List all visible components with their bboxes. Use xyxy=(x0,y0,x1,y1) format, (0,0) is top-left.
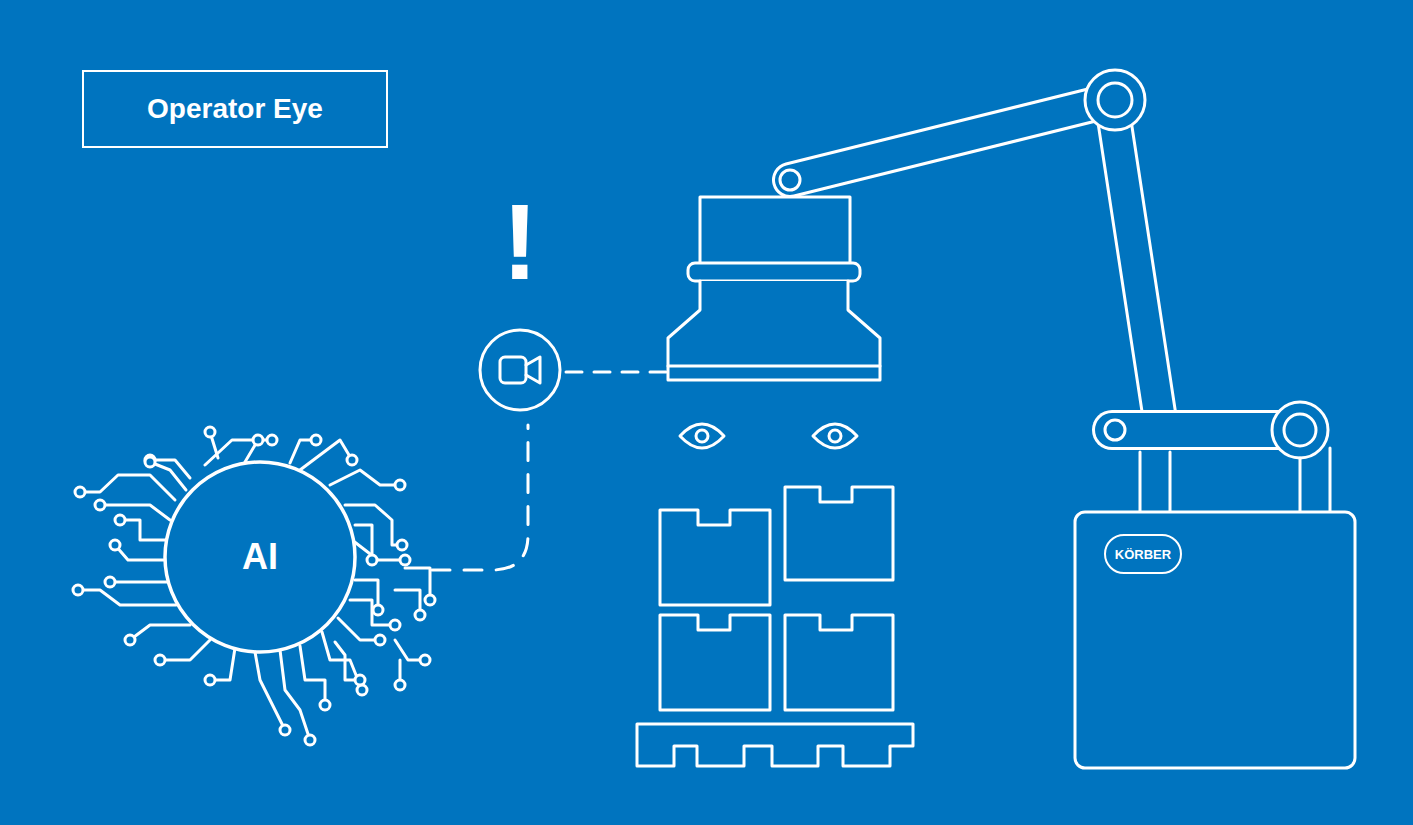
ai-circle-outline xyxy=(165,462,355,652)
circuit-dot xyxy=(145,457,155,467)
circuit-dot xyxy=(253,435,263,445)
circuit-dot xyxy=(267,435,277,445)
node-text: Operator Eye xyxy=(147,93,323,125)
circuit-dot xyxy=(115,515,125,525)
camera-lens xyxy=(526,357,540,383)
circuit-dot xyxy=(395,480,405,490)
circuit-dot xyxy=(397,540,407,550)
circuit-dot xyxy=(205,675,215,685)
circuit-dot xyxy=(205,427,215,437)
circuit-dot xyxy=(125,635,135,645)
circuit-dot xyxy=(347,455,357,465)
circuit-dot xyxy=(390,620,400,630)
circuit-dot xyxy=(355,675,365,685)
dashed-link xyxy=(566,371,672,374)
circuit-dot xyxy=(373,605,383,615)
circuit-dot xyxy=(395,680,405,690)
circuit-dot xyxy=(280,725,290,735)
circuit-dot xyxy=(110,540,120,550)
node-text: KÖRBER xyxy=(1115,547,1171,562)
circuit-dot xyxy=(105,577,115,587)
circuit-trace xyxy=(255,652,285,730)
logo-badge: KÖRBER xyxy=(1104,534,1182,574)
pallet xyxy=(637,724,913,766)
circuit-dot xyxy=(73,585,83,595)
camera-icon xyxy=(500,357,526,383)
circuit-trace xyxy=(110,581,168,584)
circuit-trace xyxy=(280,650,310,740)
circuit-dot xyxy=(367,555,377,565)
circuit-trace xyxy=(338,618,380,640)
circuit-trace xyxy=(150,462,186,490)
circuit-dot xyxy=(75,487,85,497)
circuit-dot xyxy=(415,610,425,620)
gripper xyxy=(668,197,880,380)
title-box: Operator Eye xyxy=(82,70,388,148)
brain-circuit xyxy=(73,427,435,745)
dashed-link xyxy=(432,425,528,570)
circuit-trace xyxy=(300,646,325,705)
circuit-trace xyxy=(300,440,352,470)
circuit-dot xyxy=(305,735,315,745)
circuit-trace xyxy=(350,600,395,625)
circuit-dot xyxy=(320,700,330,710)
circuit-trace xyxy=(130,625,190,640)
circuit-trace xyxy=(80,475,175,500)
circuit-dot xyxy=(311,435,321,445)
robot-arm xyxy=(780,70,1355,768)
alert-mark: ! xyxy=(490,188,550,296)
circuit-trace xyxy=(330,470,400,485)
circuit-dot xyxy=(400,555,410,565)
circuit-trace xyxy=(120,520,168,540)
circuit-trace xyxy=(160,640,210,660)
circuit-dot xyxy=(425,595,435,605)
circuit-trace xyxy=(115,545,166,560)
circuit-dot xyxy=(375,635,385,645)
camera-circle xyxy=(480,330,560,410)
eye-icon xyxy=(680,424,857,448)
circuit-trace xyxy=(100,505,170,520)
circuit-trace xyxy=(78,590,176,605)
circuit-dot xyxy=(155,655,165,665)
circuit-dot xyxy=(420,655,430,665)
cardboard-boxes xyxy=(660,487,893,710)
circuit-dot xyxy=(357,685,367,695)
circuit-dot xyxy=(95,500,105,510)
node-text: AI xyxy=(242,536,278,578)
circuit-trace xyxy=(335,642,360,680)
ai-circle: AI xyxy=(167,464,353,650)
